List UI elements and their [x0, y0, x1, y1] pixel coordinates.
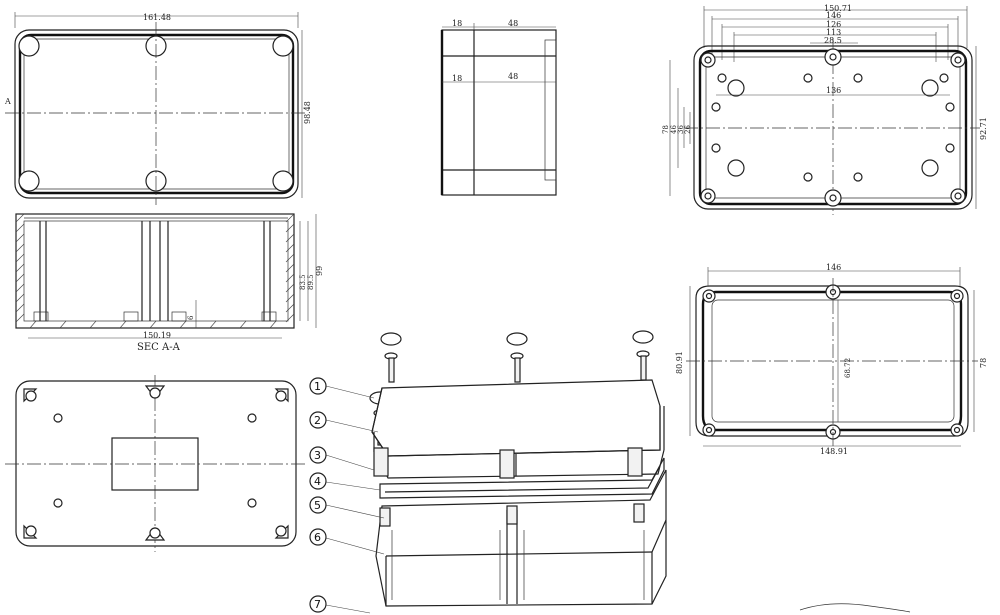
dim-plan-left-46: 46	[670, 125, 678, 134]
dim-side-mid: 18	[452, 74, 462, 83]
callout-6: 6	[314, 531, 321, 544]
dim-plan-w2: 146	[826, 11, 841, 20]
dim-plan-left-78: 78	[662, 125, 670, 134]
dim-top-width: 161.48	[143, 13, 171, 22]
section-view: 6 83.5 89.5 99 150.19 SEC A-A	[15, 213, 324, 353]
exploded-assembly	[369, 330, 911, 613]
dim-plan-w4: 113	[826, 28, 841, 37]
dim-plan-left-36: 36	[677, 125, 685, 134]
dim-plan-w1: 150.71	[824, 4, 852, 13]
lid-view: 146 80.91 68.72 78 148.91	[675, 263, 988, 456]
dim-section-h2: 89.5	[307, 274, 315, 290]
dim-lid-top-w: 146	[826, 263, 841, 272]
dim-top-height: 98.48	[303, 101, 312, 124]
dim-section-h1: 83.5	[299, 274, 307, 290]
callout-4: 4	[314, 475, 321, 488]
callout-1: 1	[314, 380, 321, 393]
dim-plan-w3: 126	[826, 20, 841, 29]
plan-view: 150.71 146 126 113 28.5	[662, 4, 988, 215]
section-caption: SEC A-A	[137, 342, 181, 353]
dim-plan-right-h: 92.71	[979, 117, 988, 140]
callout-7: 7	[314, 598, 321, 611]
section-mark-a: A	[4, 97, 11, 106]
dim-lid-center-h: 68.72	[844, 358, 852, 378]
part-callouts: 1 2 3 4 5 6 7	[309, 377, 385, 614]
side-view: 18 48 18 48	[440, 19, 557, 196]
dim-section-base: 6	[187, 315, 195, 320]
dim-lid-right-h: 78	[979, 358, 988, 368]
dim-section-width: 150.19	[143, 331, 171, 340]
dim-lid-left-h: 80.91	[675, 351, 684, 374]
top-view: 161.48 A 98.48	[4, 12, 312, 205]
callout-3: 3	[314, 449, 321, 462]
callout-2: 2	[314, 414, 321, 427]
dim-lid-bottom-w: 148.91	[820, 447, 848, 456]
bottom-view	[5, 375, 305, 552]
dim-plan-left-26: 26	[684, 125, 692, 134]
dim-side-w2: 48	[508, 72, 518, 81]
dim-section-h3: 99	[315, 266, 324, 276]
dim-side-top: 18	[452, 19, 462, 28]
dim-plan-w6: 136	[826, 86, 841, 95]
dim-side-w1: 48	[508, 19, 518, 28]
callout-5: 5	[314, 499, 321, 512]
